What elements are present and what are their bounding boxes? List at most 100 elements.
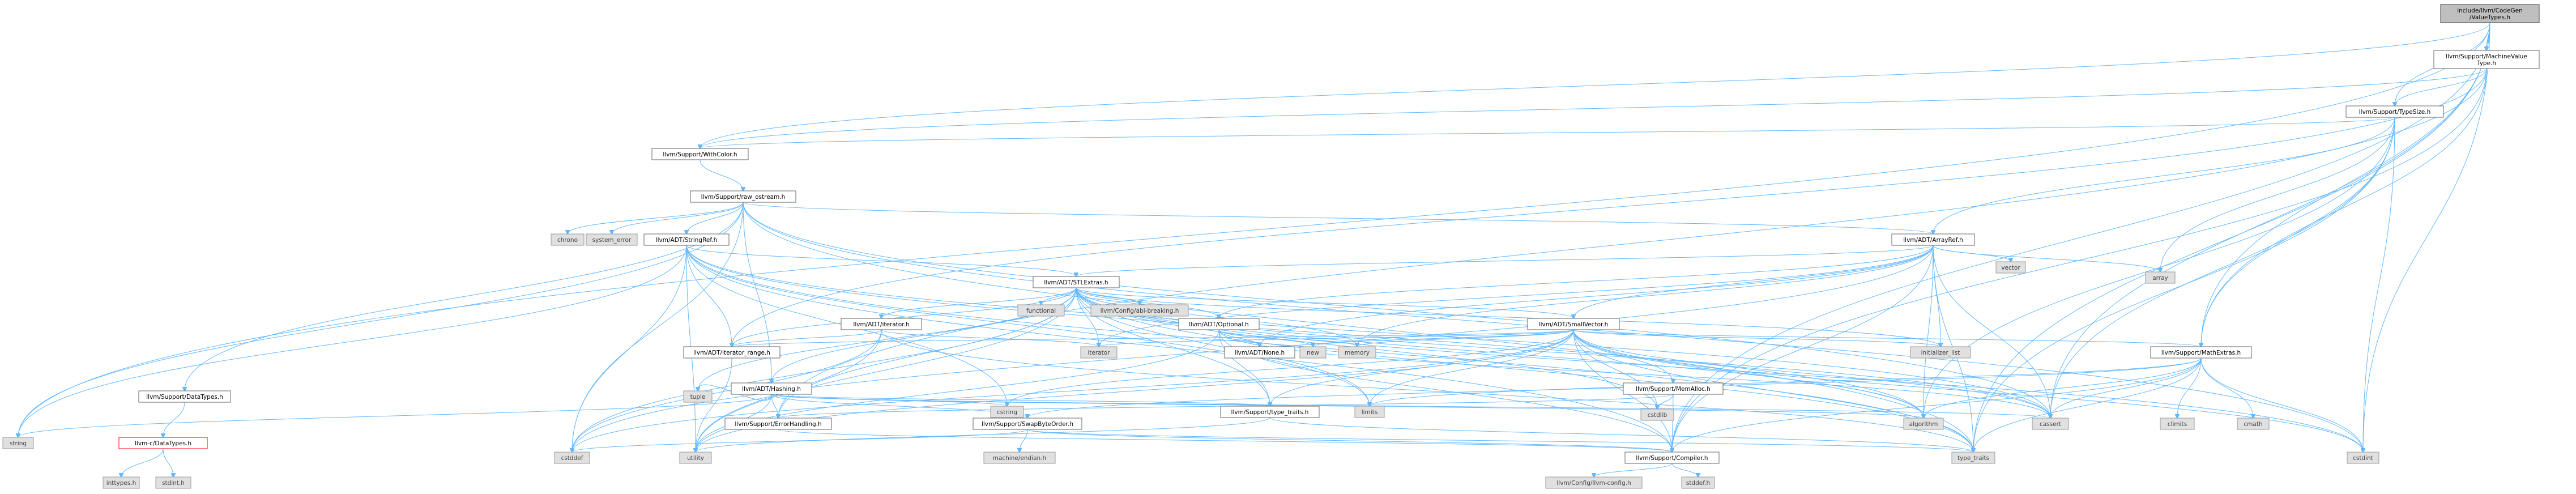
node-label: llvm/Config/llvm-config.h xyxy=(1556,480,1631,487)
include-edge xyxy=(1672,394,1673,452)
system-header-node: algorithm xyxy=(1903,418,1944,430)
header-file-node[interactable]: llvm/Support/WithColor.h xyxy=(651,148,749,160)
node-label: type_traits xyxy=(1957,455,1989,462)
include-edge xyxy=(1671,463,1698,477)
include-edge xyxy=(1573,329,1973,452)
include-edge xyxy=(2363,117,2395,452)
header-file-node[interactable]: llvm/Support/MathExtras.h xyxy=(2150,346,2252,359)
include-edge xyxy=(1076,287,1099,347)
node-label: llvm/Support/DataTypes.h xyxy=(146,394,223,401)
header-file-node[interactable]: llvm/ADT/ArrayRef.h xyxy=(1891,233,1975,246)
include-edge xyxy=(696,287,1077,452)
include-edge xyxy=(1027,357,2202,418)
header-file-node[interactable]: llvm/Support/ErrorHandling.h xyxy=(724,418,832,430)
include-edge xyxy=(1313,329,1574,347)
include-edge xyxy=(700,159,743,191)
node-label: llvm/ADT/None.h xyxy=(1235,350,1285,356)
node-box xyxy=(683,390,713,403)
header-file-node[interactable]: llvm/ADT/StringRef.h xyxy=(643,233,730,246)
node-box xyxy=(1220,406,1320,418)
include-edge xyxy=(1933,245,2011,262)
include-edge xyxy=(1076,287,1940,347)
include-edge xyxy=(1099,329,1574,347)
include-edge xyxy=(1357,245,1934,347)
header-file-node[interactable]: llvm/Support/SwapByteOrder.h xyxy=(973,418,1082,430)
node-label: llvm/ADT/StringRef.h xyxy=(656,237,718,244)
header-file-node[interactable]: llvm/ADT/iterator.h xyxy=(841,318,922,330)
header-file-node[interactable]: llvm/Support/DataTypes.h xyxy=(138,390,231,403)
header-file-node[interactable]: llvm/ADT/STLExtras.h xyxy=(1033,276,1120,288)
include-edge xyxy=(121,448,164,477)
header-file-node[interactable]: llvm/Support/type_traits.h xyxy=(1220,406,1320,418)
node-label: cstdint xyxy=(2353,455,2373,462)
node-label: stdint.h xyxy=(162,480,185,487)
node-box xyxy=(2,437,34,449)
node-label: machine/endian.h xyxy=(993,455,1046,462)
include-edge xyxy=(1933,245,2050,418)
node-label: Type.h xyxy=(2476,60,2496,67)
header-file-node[interactable]: llvm/ADT/iterator_range.h xyxy=(683,346,781,359)
system-header-node: stddef.h xyxy=(1681,476,1715,489)
header-file-node[interactable]: llvm/ADT/SmallVector.h xyxy=(1527,318,1620,330)
node-box xyxy=(1354,406,1385,418)
include-edge xyxy=(1573,329,1940,347)
header-file-node[interactable]: include/llvm/CodeGen/ValueTypes.h xyxy=(2440,4,2540,23)
node-box xyxy=(1951,452,1995,464)
header-file-node[interactable]: llvm/Support/TypeSize.h xyxy=(2345,105,2444,118)
node-label: llvm/ADT/iterator_range.h xyxy=(693,350,770,356)
header-file-node[interactable]: llvm-c/DataTypes.h xyxy=(118,437,208,449)
include-edge xyxy=(612,202,744,234)
node-box xyxy=(1545,476,1643,489)
node-label: system_error xyxy=(592,237,632,244)
system-header-node: llvm/Config/llvm-config.h xyxy=(1545,476,1643,489)
node-label: inttypes.h xyxy=(106,480,137,487)
node-box xyxy=(1891,233,1975,246)
include-edge xyxy=(2395,68,2487,106)
node-label: llvm/Support/Compiler.h xyxy=(1636,455,1708,462)
include-edge xyxy=(778,68,2487,418)
include-edge xyxy=(1657,394,1674,409)
include-edge xyxy=(2200,357,2363,452)
node-box xyxy=(1080,346,1118,359)
node-label: initializer_list xyxy=(1921,350,1960,356)
node-box xyxy=(1033,276,1120,288)
include-edge xyxy=(686,245,1924,418)
include-edge xyxy=(1076,287,1270,406)
header-file-node[interactable]: llvm/Support/MemAlloc.h xyxy=(1623,382,1724,395)
node-label: stddef.h xyxy=(1686,480,1710,487)
system-header-node: cmath xyxy=(2237,418,2270,430)
include-edge xyxy=(1076,245,1934,276)
include-edge xyxy=(1672,245,1934,452)
node-label: llvm/Support/SwapByteOrder.h xyxy=(982,421,1073,428)
header-file-node[interactable]: llvm/Support/raw_ostream.h xyxy=(690,190,796,203)
node-box xyxy=(1338,346,1376,359)
include-edge xyxy=(1076,287,1219,318)
header-file-node[interactable]: llvm/ADT/Optional.h xyxy=(1178,318,1260,330)
header-file-node[interactable]: llvm/ADT/Hashing.h xyxy=(731,382,812,395)
include-edge xyxy=(2050,117,2395,418)
include-edge xyxy=(778,429,1672,452)
system-header-node: tuple xyxy=(683,390,713,403)
system-header-node: cstdlib xyxy=(1640,408,1674,421)
system-header-node: system_error xyxy=(586,233,638,246)
include-edge xyxy=(700,68,2487,148)
node-label: new xyxy=(1307,350,1319,356)
node-box xyxy=(841,318,922,330)
system-header-node: cstddef xyxy=(554,452,590,464)
include-edge xyxy=(686,202,744,234)
node-box xyxy=(1903,418,1944,430)
system-header-node: utility xyxy=(679,452,712,464)
include-edge xyxy=(1672,68,2487,452)
include-edge xyxy=(568,202,744,234)
node-label: algorithm xyxy=(1909,421,1938,428)
node-box xyxy=(973,418,1082,430)
node-box xyxy=(651,148,749,160)
include-edge xyxy=(732,329,882,347)
header-file-node[interactable]: llvm/Support/Compiler.h xyxy=(1624,452,1720,464)
node-box xyxy=(1910,346,1971,359)
node-box xyxy=(1624,452,1720,464)
include-edge xyxy=(732,287,1077,347)
header-file-node[interactable]: llvm/ADT/None.h xyxy=(1224,346,1295,359)
include-edge xyxy=(1933,117,2395,234)
